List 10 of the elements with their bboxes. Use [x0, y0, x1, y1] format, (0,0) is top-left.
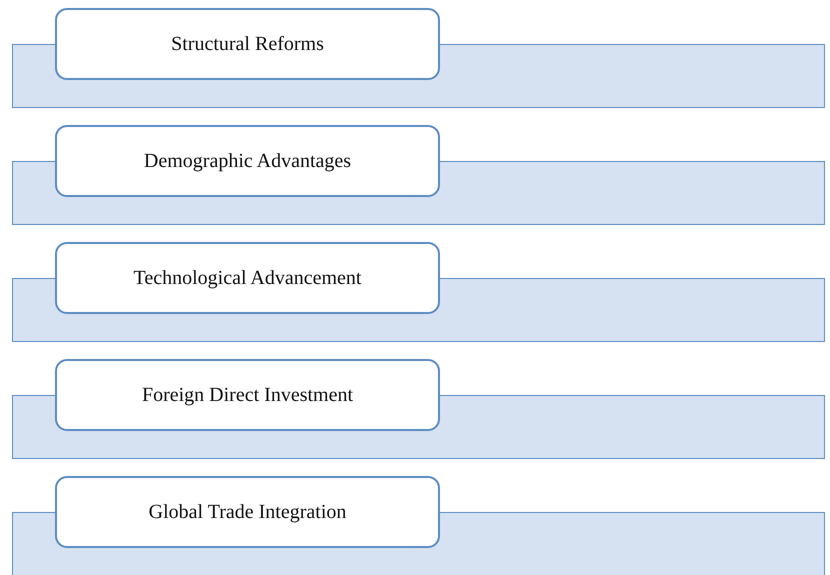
rounded-box [55, 8, 440, 80]
rounded-box [55, 125, 440, 197]
rounded-box [55, 242, 440, 314]
box-label: Structural Reforms [171, 32, 324, 56]
rounded-box [55, 359, 440, 431]
box-label: Foreign Direct Investment [142, 384, 354, 406]
box-label: Technological Advancement [134, 266, 362, 290]
box-label: Demographic Advantages [144, 150, 352, 172]
box-label: Global Trade Integration [148, 500, 346, 524]
rounded-box [55, 476, 440, 548]
